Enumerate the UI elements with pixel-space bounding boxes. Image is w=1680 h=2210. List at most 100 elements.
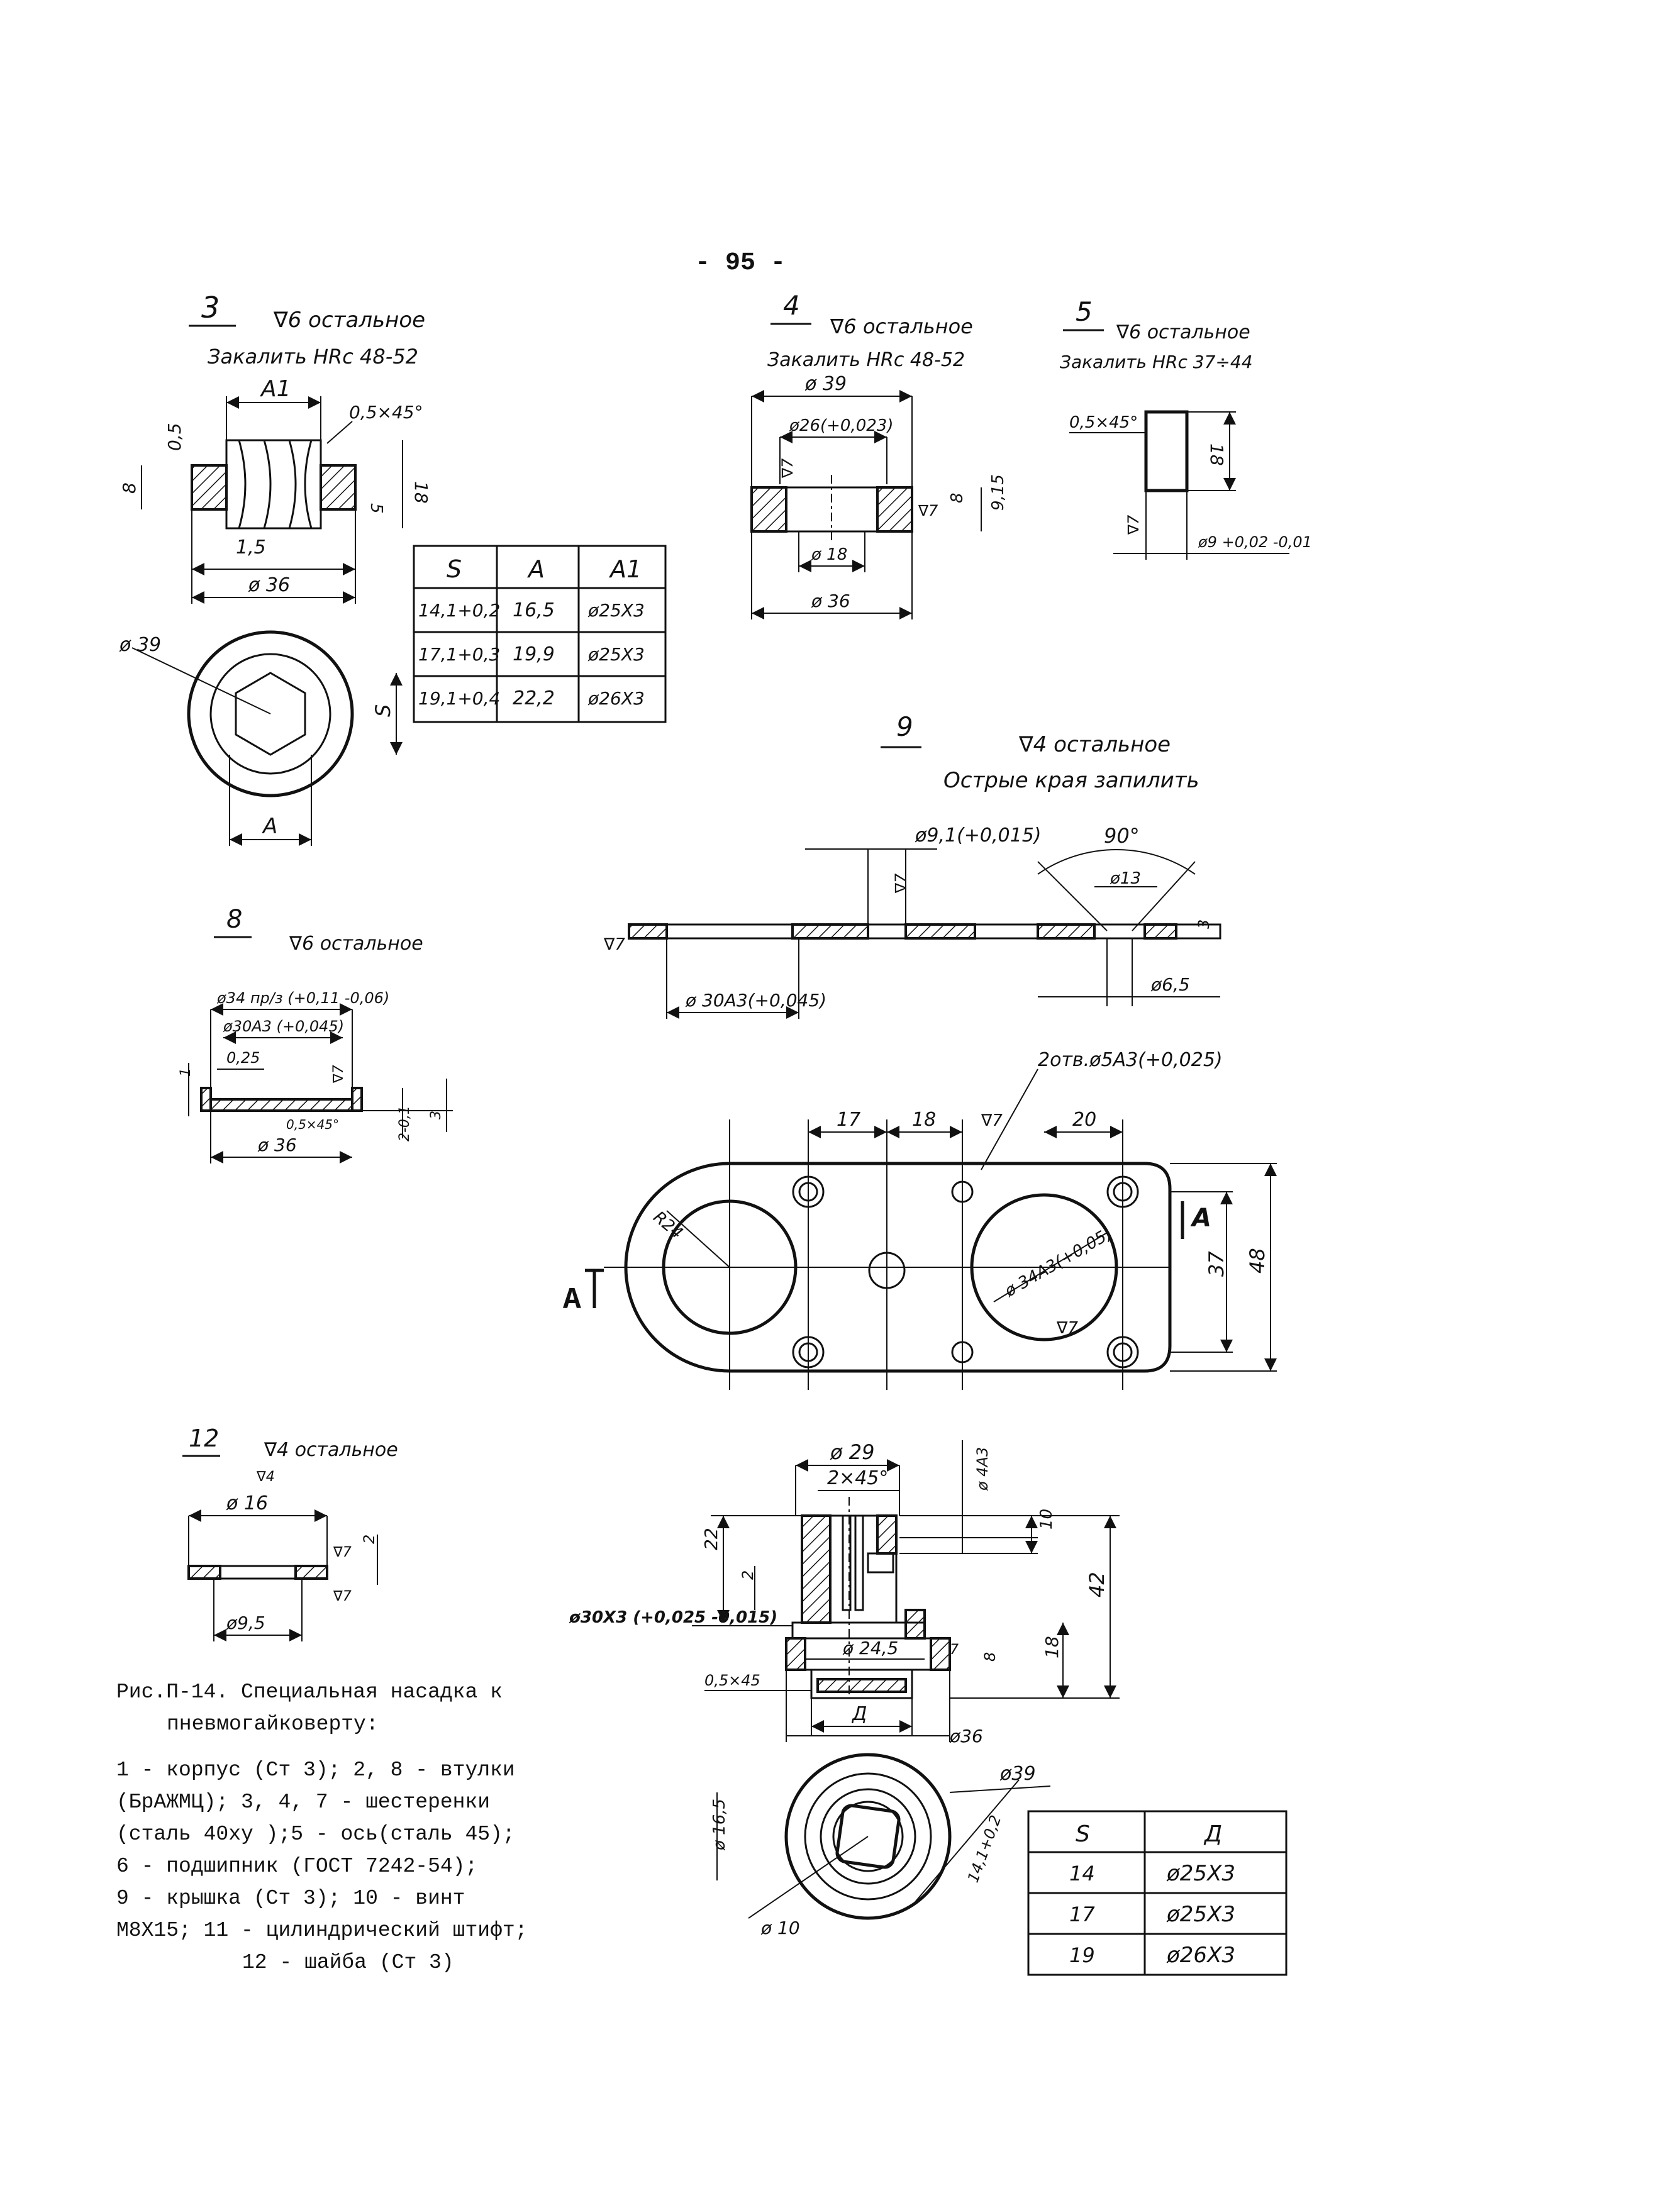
assembly-dim-05: 0,5×45 <box>704 1672 760 1689</box>
assembly-dim-22: 22 <box>701 1528 721 1550</box>
detail-8-finish: ∇6 остальное <box>289 933 423 955</box>
detail-3-dim-chamfer: 0,5×45° <box>349 402 423 423</box>
caption-legend-line: 6 - подшипник (ГОСТ 7242-54); <box>116 1855 478 1878</box>
caption-legend-line: (сталь 40ху );5 - ось(сталь 45); <box>116 1823 515 1846</box>
caption-title-line1: Рис.П-14. Специальная насадка к <box>116 1680 503 1704</box>
detail-4-finish: ∇6 остальное <box>830 314 973 338</box>
detail-8-dim-chamfer: 0,5×45° <box>286 1117 339 1132</box>
assembly-table-header-d: Д <box>1203 1821 1222 1847</box>
caption-legend-line: (БрАЖМЦ); 3, 4, 7 - шестеренки <box>116 1791 491 1814</box>
detail-3-table-header-a: A <box>526 555 545 583</box>
detail-12-number: 12 <box>189 1424 219 1452</box>
assembly-table-header-s: S <box>1076 1821 1090 1847</box>
assembly-dim-d36: ø36 <box>949 1726 983 1746</box>
detail-3-table-header-a1: A1 <box>608 555 642 583</box>
detail-3-number: 3 <box>201 291 220 325</box>
caption-legend-line: М8Х15; 11 - цилиндрический штифт; <box>116 1919 528 1942</box>
detail-4-hardening: Закалить HRc 48-52 <box>767 349 965 371</box>
detail-3-dim-15: 1,5 <box>236 536 266 558</box>
detail-3-dim-a1: A1 <box>260 376 291 402</box>
detail-9-note: Острые края запилить <box>943 768 1199 793</box>
detail-12-dim-7b: ∇7 <box>333 1589 352 1604</box>
detail-9-dim-r24: R24 <box>650 1208 686 1243</box>
assembly-dim-d4a3: ø 4A3 <box>974 1447 991 1491</box>
detail-8-dim-d36: ø 36 <box>257 1135 297 1155</box>
page-number: - 95 - <box>695 249 786 277</box>
detail-9-dim-48: 48 <box>1245 1248 1269 1274</box>
detail-12-sub: ∇4 <box>256 1469 275 1485</box>
detail-9-section-a-left: A <box>563 1284 581 1318</box>
assembly-dim-d29: ø 29 <box>830 1440 874 1464</box>
table-cell: 22,2 <box>513 687 555 709</box>
detail-4-dim-d26: ø26(+0,023) <box>789 416 894 435</box>
detail-4-dim-d39: ø 39 <box>804 373 847 395</box>
detail-9-sym-7b: ∇7 <box>1056 1319 1078 1338</box>
detail-5-dim-chamfer: 0,5×45° <box>1069 413 1138 432</box>
detail-3-dim-d39: ø 39 <box>119 634 161 656</box>
detail-4-dim-d36: ø 36 <box>811 591 850 611</box>
assembly-dim-d245: ø 24,5 <box>842 1638 898 1658</box>
assembly-dim-18: 18 <box>1042 1636 1062 1658</box>
table-cell: ø25X3 <box>1166 1861 1235 1886</box>
detail-3-hardening: Закалить HRc 48-52 <box>208 345 418 369</box>
assembly-dim-7: 7 <box>950 1642 959 1658</box>
detail-8-dim-025: 0,25 <box>226 1049 260 1067</box>
detail-3: 3 ∇6 остальное Закалить HRc 48-52 A1 0,5… <box>119 291 667 846</box>
table-cell: 19,9 <box>513 643 555 665</box>
detail-4-dim-7b: ∇7 <box>918 502 938 519</box>
table-cell: 19 <box>1069 1943 1095 1967</box>
detail-8-dim-2: 2-0,1 <box>397 1106 413 1141</box>
detail-5-dim-d9: ø9 +0,02 -0,01 <box>1198 533 1312 551</box>
detail-4-dim-d18: ø 18 <box>811 545 847 564</box>
detail-8-dim-7: ∇7 <box>331 1065 347 1084</box>
table-cell: ø25X3 <box>587 600 645 621</box>
detail-9-dim-7: ∇7 <box>892 873 910 894</box>
detail-12-finish: ∇4 остальное <box>264 1439 398 1461</box>
detail-12-dim-2: 2 <box>360 1535 378 1544</box>
detail-3-finish: ∇6 остальное <box>273 308 425 333</box>
detail-3-dim-a: A <box>262 814 277 839</box>
table-cell: 19,1+0,4 <box>418 688 500 709</box>
detail-9-dim-d13: ø13 <box>1110 869 1141 888</box>
detail-12-dim-d16: ø 16 <box>226 1492 268 1514</box>
detail-9-dim-angle: 90° <box>1104 824 1140 848</box>
table-cell: 14,1+0,2 <box>418 600 500 621</box>
detail-3-plan: ø 39 S A <box>119 630 403 846</box>
detail-8-number: 8 <box>226 905 242 934</box>
detail-9-dim-d65: ø6,5 <box>1150 974 1190 995</box>
detail-3-table: S A A1 14,1+0,2 16,5 ø25X3 17,1+0,3 19,9… <box>413 545 667 723</box>
detail-3-dim-5: 5 <box>367 503 386 514</box>
detail-9-section-a-right: A <box>1190 1204 1211 1233</box>
detail-8-dim-3: 3 <box>428 1111 444 1119</box>
table-cell: 14 <box>1069 1862 1095 1885</box>
detail-9-dim-17: 17 <box>837 1109 860 1131</box>
assembly-dim-d10: ø 10 <box>760 1918 800 1938</box>
detail-9-sym-7: ∇7 <box>981 1111 1003 1130</box>
detail-3-dim-05: 0,5 <box>164 423 185 451</box>
caption-legend-line: 1 - корпус (Ст 3); 2, 8 - втулки <box>116 1758 515 1782</box>
assembly-dim-delta: Д <box>851 1703 867 1725</box>
assembly-table: S Д 14 ø25X3 17 ø25X3 19 ø26X3 <box>1027 1810 1288 1976</box>
detail-12-dim-d95: ø9,5 <box>226 1613 265 1633</box>
caption-legend-line: 12 - шайба (Ст 3) <box>242 1951 454 1974</box>
detail-4-number: 4 <box>783 290 800 321</box>
table-cell: ø26X3 <box>587 688 645 709</box>
detail-8-dim-d30: ø30A3 (+0,045) <box>223 1018 344 1035</box>
detail-3-table-header-s: S <box>447 555 462 583</box>
detail-4-dim-915: 9,15 <box>989 474 1008 511</box>
detail-5-finish: ∇6 остальное <box>1116 321 1250 343</box>
assembly-dim-42: 42 <box>1085 1572 1109 1597</box>
table-cell: 17,1+0,3 <box>418 644 500 665</box>
detail-9-dim-d91: ø9,1(+0,015) <box>915 825 1042 847</box>
table-cell: ø25X3 <box>1166 1902 1235 1927</box>
detail-8: 8 ∇6 остальное ø34 пр/з (+0,11 -0,06) ø3… <box>178 905 453 1163</box>
assembly-dim-d30: ø30X3 (+0,025 -0,015) <box>569 1608 777 1627</box>
detail-4: 4 ∇6 остальное Закалить HRc 48-52 ø 39 ø… <box>750 290 1008 619</box>
detail-9-dim-3: 3 <box>1195 919 1213 929</box>
detail-9-dim-37: 37 <box>1204 1251 1228 1277</box>
detail-5: 5 ∇6 остальное Закалить HRc 37÷44 0,5×45… <box>1060 296 1312 560</box>
detail-5-hardening: Закалить HRc 37÷44 <box>1060 352 1253 372</box>
detail-3-dim-d36: ø 36 <box>248 574 290 596</box>
table-cell: 16,5 <box>513 599 555 621</box>
